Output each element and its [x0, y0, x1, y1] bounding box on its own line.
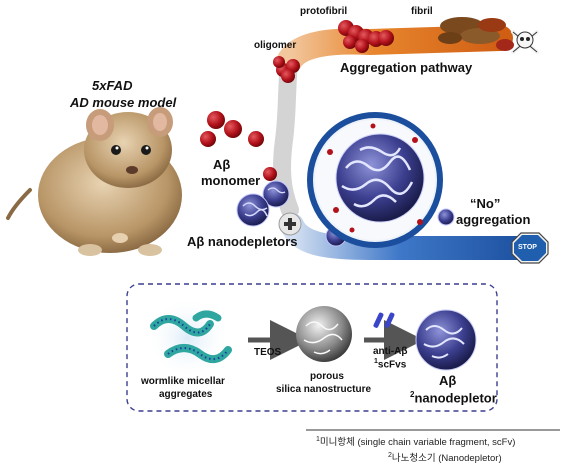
monomer-label-line2: monomer	[201, 173, 261, 188]
fibril-label: fibril	[411, 6, 433, 17]
teos-label: TEOS	[254, 347, 282, 358]
no-aggregation-line2: aggregation	[456, 212, 531, 227]
anti-scfv-line2: 1scFvs	[374, 358, 406, 370]
product-label-line1: Aβ	[439, 373, 457, 388]
micellar-label-line1: wormlike micellar	[141, 376, 225, 387]
footnote-marker-1: 1	[374, 358, 378, 365]
footnote-1-text: 미니항체 (single chain variable fragment, sc…	[319, 437, 516, 448]
protofibril-label: protofibril	[300, 6, 348, 17]
footnote-marker-2: 2	[410, 390, 415, 399]
footnote-2-text: 나노청소기 (Nanodepletor)	[391, 453, 502, 464]
product-label-line2: 2nanodepletor	[410, 390, 497, 405]
model-description: AD mouse model	[70, 95, 177, 110]
protofibril-chain	[338, 20, 394, 53]
monomer-label-line1: Aβ	[213, 157, 231, 172]
footnote-1-marker: 1	[316, 435, 320, 443]
plus-icon	[278, 212, 302, 236]
monomer-particles	[200, 111, 277, 181]
nanodepletors-label: Aβ nanodepletors	[187, 234, 298, 249]
footnote-1: 1미니항체 (single chain variable fragment, s…	[316, 434, 515, 448]
aggregation-pathway-title: Aggregation pathway	[340, 60, 473, 75]
oligomer-label: oligomer	[254, 40, 297, 51]
footnote-2-marker: 2	[388, 451, 392, 459]
footnote-2: 2나노청소기 (Nanodepletor)	[388, 450, 502, 464]
anti-scfv-line1: anti-Aβ	[373, 346, 408, 357]
mouse-illustration	[6, 107, 182, 256]
no-aggregation-line1: “No”	[470, 196, 501, 211]
stop-sign-text: STOP	[518, 244, 537, 251]
porous-label-line1: porous	[310, 371, 344, 382]
scfvs-text: scFvs	[377, 359, 407, 371]
skull-crossbones-icon	[511, 30, 539, 54]
oligomer-cluster	[273, 56, 300, 83]
fibril-bundle	[438, 17, 514, 51]
nanodepletor-particles	[236, 180, 455, 247]
porous-label-line2: silica nanostructure	[276, 384, 372, 395]
final-nanodepletor	[415, 309, 477, 371]
stop-sign-icon	[511, 232, 549, 264]
silica-nanostructure	[296, 306, 352, 362]
micelle-aggregates	[146, 296, 232, 380]
micellar-label-line2: aggregates	[159, 389, 213, 400]
model-name: 5xFAD	[92, 78, 133, 93]
scfv-icon	[373, 312, 395, 328]
nanodepletor-text: nanodepletor	[414, 390, 497, 406]
magnified-view	[307, 112, 443, 248]
